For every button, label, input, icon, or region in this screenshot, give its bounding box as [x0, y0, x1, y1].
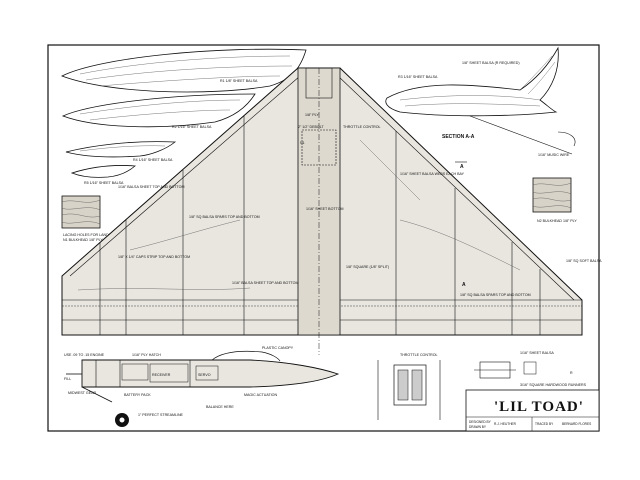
tracer-name: BERNARD FLORES: [562, 422, 591, 426]
rib-r5-label: R5 1/16" SHEET BALSA: [84, 181, 124, 185]
fill-label: FILL: [64, 377, 71, 381]
debolt-label: 2" 1/2" DEBOLT: [298, 125, 324, 129]
fuselage-side-view: 1/16" PLY HATCH PLASTIC CANOPY USE .09 T…: [64, 346, 340, 427]
rib-r5: R5 1/16" SHEET BALSA: [70, 165, 136, 185]
actuator-label: MAGIC ACTUATION: [244, 393, 277, 397]
square-sq-label: 1/8" SQUARE (1/8" SPLIT): [346, 265, 389, 269]
balance-label: BALANCE HERE: [206, 405, 234, 409]
bulkhead-n1-ply-label: N1 BULKHEAD 1/8" PLY: [63, 238, 103, 242]
sheet-top-bottom-label: 1/16" BALSA SHEET TOP AND BOTTOM: [118, 185, 184, 189]
plan-border: [47, 44, 600, 432]
rib-r1-label: R1 1/8" SHEET BALSA: [220, 79, 258, 83]
engine-label: USE .09 TO .15 ENGINE: [64, 353, 105, 357]
plan-title: 'LIL TOAD': [494, 399, 584, 415]
designer-name: R.J. HEUTHER: [494, 422, 517, 426]
sheet-edge-label: 1/16" SHEET BALSA: [520, 351, 554, 355]
bulkhead-n1-label: LACING HOLES FOR LANDING GEAR: [63, 233, 127, 237]
sheet-bottom-label: 1/16" SHEET BOTTOM: [306, 207, 344, 211]
section-a-a: R3 1/16" SHEET BALSA 1/8" SHEET BALSA (R…: [385, 46, 576, 157]
canopy-label: PLASTIC CANOPY: [262, 346, 294, 350]
section-marker-top: A: [460, 164, 464, 170]
runners-detail: 3/16" SQUARE HARDWOOD RUNNERS R: [474, 361, 587, 387]
battery-label: BATTERY PACK: [124, 393, 151, 397]
throttle-detail: THROTTLE CONTROL: [377, 353, 441, 420]
rib-r2-label: R2 1/16" SHEET BALSA: [172, 125, 212, 129]
title-block: 'LIL TOAD' DESIGNED BY DRAWN BY R.J. HEU…: [465, 389, 600, 432]
wing-planform: 1/16" BALSA SHEET TOP AND BOTTOM 1/8" SQ…: [61, 67, 602, 355]
soft-balsa-label: 1/8" SQ SOFT BALSA: [566, 259, 602, 263]
sq-spars-2-label: 1/8" SQ BALSA SPARS TOP AND BOTTOM: [460, 293, 531, 297]
throttle-detail-label: THROTTLE CONTROL: [400, 353, 438, 357]
drawn-by-label: DRAWN BY: [469, 425, 487, 429]
rib-r4: R4 1/16" SHEET BALSA: [65, 141, 177, 162]
designed-by-label: DESIGNED BY: [469, 420, 492, 424]
wheel-label: 1" PERFECT STREAMLINE: [138, 413, 184, 417]
traced-by-label: TRACED BY: [535, 422, 554, 426]
rib-r4-label: R4 1/16" SHEET BALSA: [133, 158, 173, 162]
music-wire-label: 1/16" MUSIC WIRE: [538, 153, 570, 157]
ply-label: 1/8" PLY: [305, 113, 319, 117]
gear-label: MIDWEST GEAR: [68, 391, 96, 395]
hatch-label: 1/16" PLY HATCH: [132, 353, 161, 357]
bulkhead-n2: N2 BULKHEAD 1/8" PLY: [532, 177, 577, 223]
rib-r1: R1 1/8" SHEET BALSA: [60, 48, 307, 93]
n1-label: N1: [300, 141, 305, 145]
section-marker-bottom: A: [462, 282, 466, 288]
servo-label: SERVO: [198, 373, 211, 377]
sheet-webs-label: 1/16" SHEET BALSA WEBS EACH BAY: [400, 172, 465, 176]
caps-strip-label: 1/8" X 1/4" CAPS STRIP TOP AND BOTTOM: [118, 255, 190, 259]
sheet-top-bottom-2-label: 1/16" BALSA SHEET TOP AND BOTTOM: [232, 281, 298, 285]
receiver-label: RECEIVER: [152, 373, 171, 377]
sq-spars-label: 1/8" SQ BALSA SPARS TOP AND BOTTOM: [189, 215, 260, 219]
runners-label: 3/16" SQUARE HARDWOOD RUNNERS: [520, 383, 587, 387]
section-a-a-label: SECTION A-A: [442, 134, 475, 140]
bulkhead-n1: LACING HOLES FOR LANDING GEAR N1 BULKHEA…: [61, 195, 127, 242]
rib-r2: R2 1/16" SHEET BALSA: [61, 93, 256, 129]
section-rib-label: R3 1/16" SHEET BALSA: [398, 75, 438, 79]
throttle-control-label: THROTTLE CONTROL: [343, 125, 381, 129]
bulkhead-n2-label: N2 BULKHEAD 1/8" PLY: [537, 219, 577, 223]
r-marker: R: [570, 371, 573, 375]
section-note-label: 1/8" SHEET BALSA (R REQUIRED): [462, 61, 520, 65]
